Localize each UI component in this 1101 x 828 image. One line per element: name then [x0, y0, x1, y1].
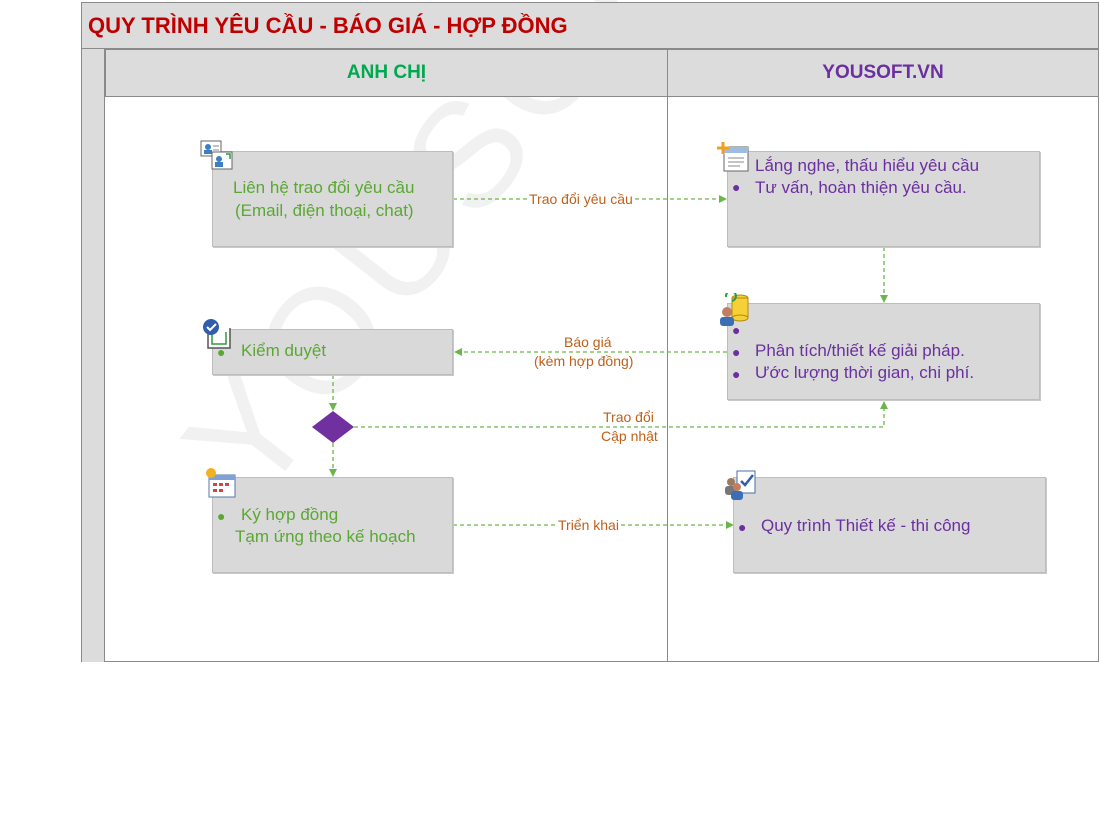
bullet: ●: [217, 344, 226, 360]
analyze-line-2: Phân tích/thiết kế giải pháp.: [755, 341, 965, 360]
edge-update: [354, 401, 888, 428]
lane-divider: [667, 49, 668, 662]
box-listen: Lắng nghe, thấu hiểu yêu cầu ● Tư vấn, h…: [727, 151, 1040, 247]
lane-header-customer: ANH CHỊ: [105, 49, 668, 97]
listen-line-2: Tư vấn, hoàn thiện yêu cầu.: [755, 178, 967, 197]
contacts-icon: [200, 140, 233, 170]
contact-line-1: Liên hệ trao đổi yêu cầu: [233, 178, 415, 197]
decision-diamond: [312, 411, 354, 443]
bullet: ●: [732, 322, 741, 338]
lane-header-yousoft: YOUSOFT.VN: [667, 49, 1099, 97]
bullet: ●: [732, 179, 741, 195]
box-review: ● Kiểm duyệt: [212, 329, 453, 375]
database-user-icon: [720, 293, 749, 326]
bullet: ●: [732, 344, 741, 360]
approval-icon: [203, 319, 231, 349]
edge-label-deploy: Triển khai: [557, 516, 620, 534]
review-line-1: Kiểm duyệt: [241, 341, 327, 360]
contract-line-2: Tạm ứng theo kế hoạch: [235, 527, 416, 546]
box-analyze: ● ● Phân tích/thiết kế giải pháp. ● Ước …: [727, 303, 1040, 400]
listen-line-1: Lắng nghe, thấu hiểu yêu cầu: [755, 156, 980, 175]
contact-line-2: (Email, điện thoại, chat): [235, 201, 414, 220]
bullet: ●: [738, 519, 747, 535]
lane-label-yousoft: YOUSOFT.VN: [822, 62, 944, 83]
edge-label-exchange: Trao đổi yêu cầu: [528, 190, 634, 208]
lane-label-customer: ANH CHỊ: [346, 62, 427, 83]
edge-label-quote-1: Báo giá: [564, 334, 612, 350]
new-document-icon: [717, 142, 749, 172]
bullet: ●: [732, 366, 741, 382]
bullet: ●: [217, 508, 226, 524]
left-strip: [81, 49, 105, 662]
diagram-title: QUY TRÌNH YÊU CẦU - BÁO GIÁ - HỢP ĐỒNG: [88, 13, 568, 38]
box-process: ● Quy trình Thiết kế - thi công: [733, 477, 1046, 573]
users-checklist-icon: [725, 470, 756, 500]
title-bar: QUY TRÌNH YÊU CẦU - BÁO GIÁ - HỢP ĐỒNG: [81, 2, 1099, 49]
analyze-line-3: Ước lượng thời gian, chi phí.: [755, 363, 975, 382]
calendar-icon: [206, 468, 236, 498]
process-line-1: Quy trình Thiết kế - thi công: [761, 516, 971, 535]
edge-label-quote-2: (kèm hợp đồng): [534, 353, 634, 369]
box-contract: ● Ký hợp đồng Tạm ứng theo kế hoạch: [212, 477, 453, 573]
box-contact: Liên hệ trao đổi yêu cầu (Email, điện th…: [212, 151, 453, 247]
edge-label-update-2: Cập nhật: [601, 428, 658, 444]
edge-label-update-1: Trao đổi: [603, 409, 654, 425]
contract-line-1: Ký hợp đồng: [241, 505, 339, 524]
